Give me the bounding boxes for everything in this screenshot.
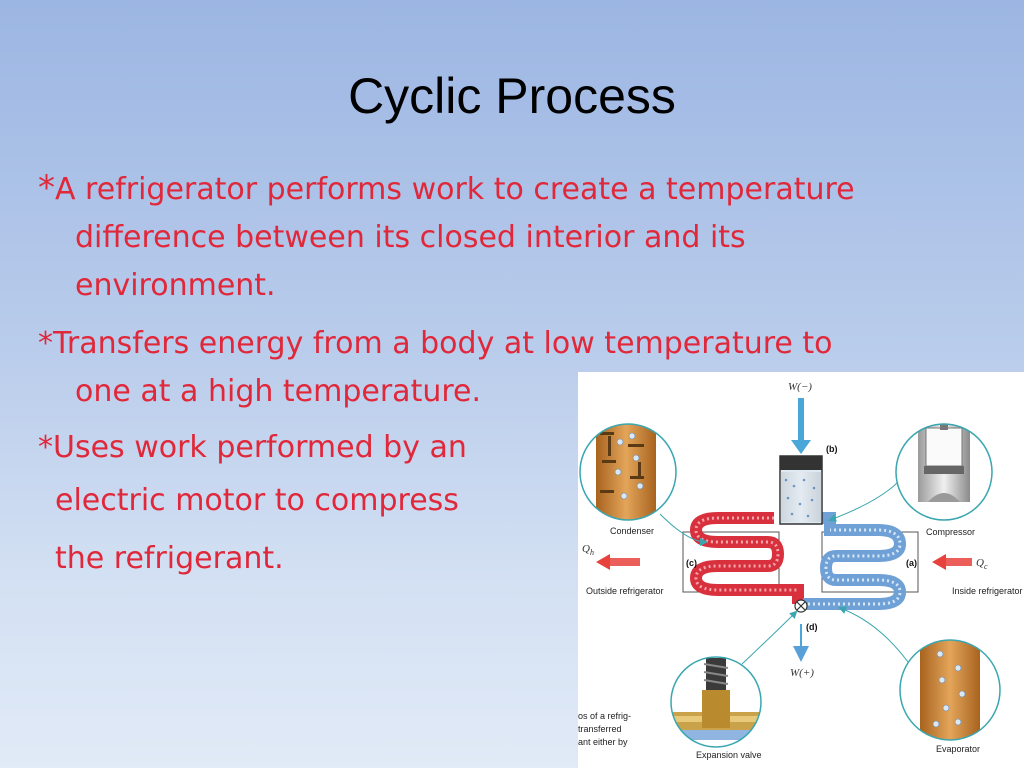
evaporator-detail	[838, 606, 1001, 741]
bullet-marker: *	[38, 326, 53, 361]
slide-title: Cyclic Process	[348, 68, 676, 124]
work-out-label: W(+)	[790, 667, 814, 679]
bullet-3-line-3: the refrigerant.	[55, 541, 284, 576]
bullet-marker: *	[38, 430, 53, 465]
qh-label: Qh	[582, 543, 594, 557]
expansion-valve-detail	[670, 610, 798, 748]
condenser-label: Condenser	[610, 526, 654, 536]
bullet-1-line-2: difference between its closed interior a…	[75, 220, 746, 255]
label-a: (a)	[906, 558, 917, 568]
bullet-3-line-1: *Uses work performed by an	[38, 430, 467, 465]
label-d: (d)	[806, 622, 818, 632]
qc-label: Qc	[976, 557, 988, 571]
evaporator-label: Evaporator	[936, 744, 980, 754]
bullet-1-line-1: *A refrigerator performs work to create …	[38, 168, 855, 208]
label-b: (b)	[826, 444, 838, 454]
work-in-label: W(−)	[788, 381, 812, 393]
bullet-1-line-3: environment.	[75, 268, 276, 303]
compressor-detail	[828, 423, 993, 522]
svg-text:transferred: transferred	[578, 724, 622, 734]
svg-text:ant either by: ant either by	[578, 737, 628, 747]
expansion-valve-label: Expansion valve	[696, 750, 762, 760]
compressor-label: Compressor	[926, 527, 975, 537]
bullet-2: *Transfers energy from a body at low tem…	[38, 320, 938, 416]
bullet-marker: *	[38, 168, 55, 208]
label-c: (c)	[686, 558, 697, 568]
bullet-1: *A refrigerator performs work to create …	[38, 164, 938, 310]
compressor-piston	[780, 456, 822, 470]
bullet-3-line-2: electric motor to compress	[55, 483, 459, 518]
heat-in-arrow	[944, 558, 972, 566]
bullet-3: *Uses work performed by an electric moto…	[38, 424, 578, 588]
bullet-2-line-2: one at a high temperature.	[75, 374, 482, 409]
figure-caption: os of a refrig- transferred ant either b…	[578, 711, 631, 747]
inside-label: Inside refrigerator	[952, 586, 1023, 596]
svg-text:os of a refrig-: os of a refrig-	[578, 711, 631, 721]
bullet-2-line-1: *Transfers energy from a body at low tem…	[38, 326, 833, 361]
outside-label: Outside refrigerator	[586, 586, 664, 596]
condenser-detail	[579, 423, 708, 546]
refrigerator-cycle-figure: W(−) (b) (d) W(+) (c) (a) Qh Outside ref…	[578, 372, 1024, 768]
refrigerator-diagram: W(−) (b) (d) W(+) (c) (a) Qh Outside ref…	[578, 381, 1023, 760]
heat-out-arrow	[608, 558, 640, 566]
